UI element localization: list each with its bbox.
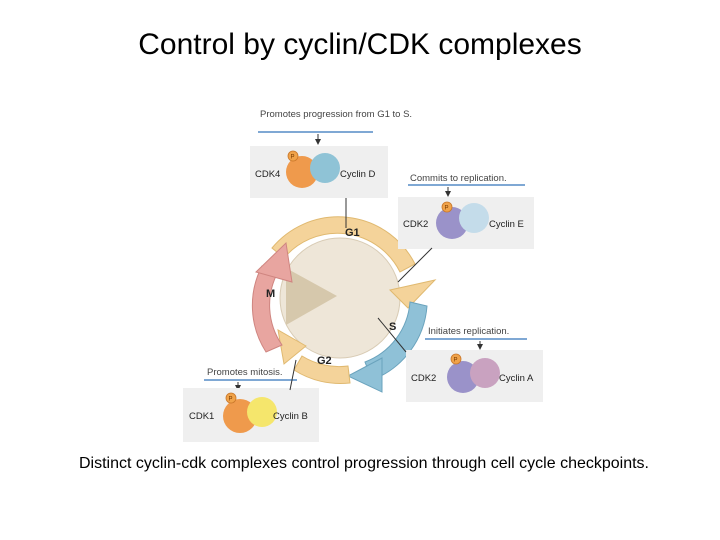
cdk-shape — [286, 156, 318, 188]
phosphate-icon — [225, 392, 237, 404]
mitosis-wedge — [286, 268, 337, 325]
g1-arrowhead — [389, 279, 437, 309]
phase-label-s: S — [389, 321, 396, 333]
cyclin-shape — [247, 397, 277, 427]
cdk-label: CDK2 — [403, 219, 428, 230]
complex-cdk1-cyclin-b: Promotes mitosis. P CDK1 Cyclin B — [183, 367, 319, 442]
phosphate-icon — [450, 353, 462, 365]
phase-label-g1: G1 — [345, 227, 360, 239]
phosphate-icon — [441, 201, 453, 213]
cyclin-label: Cyclin B — [273, 411, 308, 422]
cyclin-shape — [310, 153, 340, 183]
note-text: Initiates replication. — [428, 326, 509, 337]
note-text: Commits to replication. — [410, 173, 507, 184]
cyclin-label: Cyclin E — [489, 219, 524, 230]
note-text: Promotes progression from G1 to S. — [260, 109, 412, 120]
cdk-label: CDK1 — [189, 411, 214, 422]
s-arrowhead — [346, 357, 383, 393]
cyclin-label: Cyclin D — [340, 169, 376, 180]
g2-segment — [293, 355, 351, 385]
phosphate-icon — [287, 150, 299, 162]
s-inhibition-line-a — [377, 317, 407, 353]
cyclin-shape — [459, 203, 489, 233]
slide-caption: Distinct cyclin-cdk complexes control pr… — [78, 455, 649, 472]
complex-cdk4-cyclin-d: Promotes progression from G1 to S. P CDK… — [250, 109, 412, 198]
phase-label-m: M — [266, 288, 275, 300]
g2-arrowhead — [277, 329, 307, 365]
phosphate-label: P — [291, 155, 295, 161]
phosphate-label: P — [229, 397, 233, 403]
note-text: Promotes mitosis. — [207, 367, 283, 378]
g2-m-inhibition-line-b — [289, 359, 297, 391]
cdk-label: CDK4 — [255, 169, 280, 180]
phosphate-label: P — [454, 358, 458, 364]
complex-cdk2-cyclin-a: Initiates replication. P CDK2 Cyclin A — [406, 326, 543, 402]
g1-segment — [271, 216, 416, 273]
cyclin-shape — [470, 358, 500, 388]
cyclin-label: Cyclin A — [499, 373, 534, 384]
cdk-label: CDK2 — [411, 373, 436, 384]
phosphate-label: P — [445, 206, 449, 212]
m-segment — [251, 265, 283, 353]
phase-label-g2: G2 — [317, 355, 332, 367]
m-arrowhead — [255, 241, 293, 283]
complex-cdk2-cyclin-e: Commits to replication. P CDK2 Cyclin E — [398, 173, 534, 249]
g1-s-inhibition-line-e — [397, 247, 433, 283]
slide-title: Control by cyclin/CDK complexes — [138, 28, 582, 61]
